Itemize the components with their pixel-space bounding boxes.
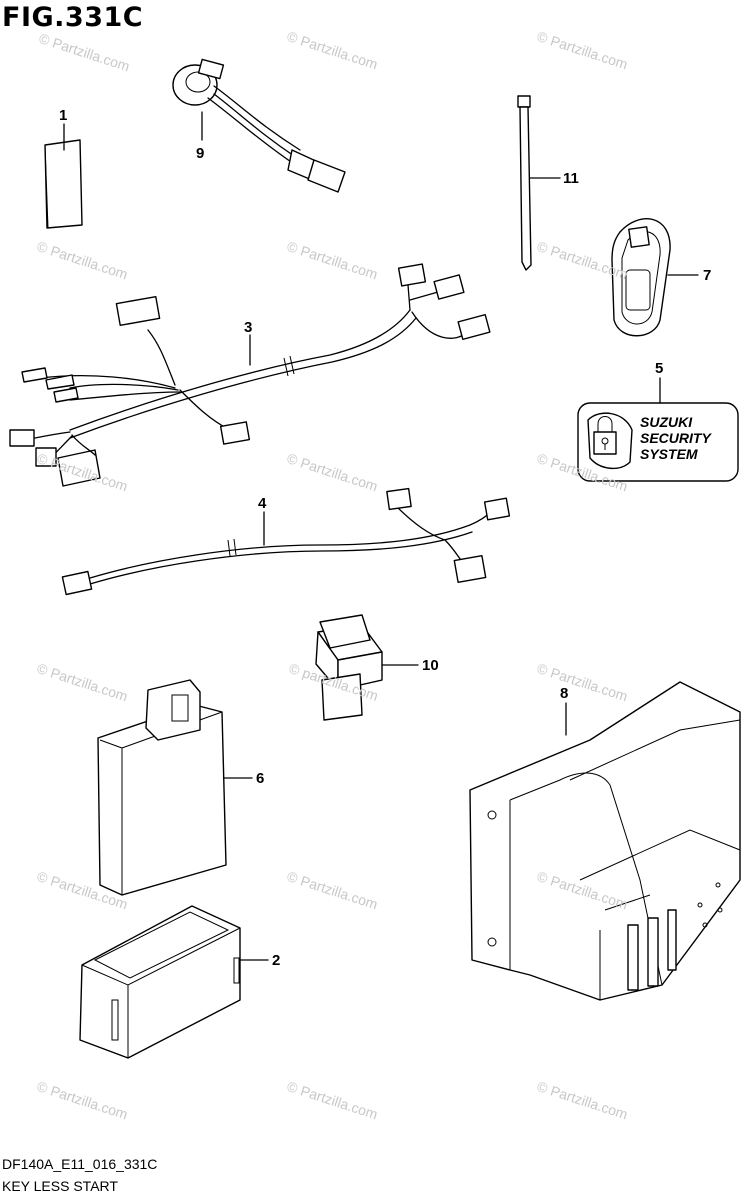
callout-10: 10 <box>422 657 439 674</box>
callout-7: 7 <box>703 267 712 284</box>
part-8-bracket-cover <box>469 681 741 1001</box>
decal-line-2: SECURITY <box>640 430 711 446</box>
callout-3: 3 <box>244 319 253 336</box>
part-2-case <box>79 905 241 1059</box>
part-7-key-fob <box>611 218 671 337</box>
callout-9: 9 <box>196 145 205 162</box>
part-10-relay <box>315 614 383 721</box>
figure-code: DF140A_E11_016_331C <box>2 1156 158 1172</box>
decal-text: SUZUKI SECURITY SYSTEM <box>640 414 711 462</box>
part-1-label-sheet <box>44 139 83 229</box>
callout-11: 11 <box>563 170 579 187</box>
part-9-antenna-connector <box>172 58 346 193</box>
callout-8: 8 <box>560 685 569 702</box>
decal-line-1: SUZUKI <box>640 414 693 430</box>
callout-5: 5 <box>655 360 664 377</box>
part-6-control-unit <box>97 679 227 896</box>
callout-4: 4 <box>258 495 267 512</box>
callout-6: 6 <box>256 770 265 787</box>
part-11-cable-tie <box>517 95 532 271</box>
callout-2: 2 <box>272 952 281 969</box>
part-4-wiring-harness <box>61 487 511 596</box>
figure-caption: KEY LESS START <box>2 1178 118 1194</box>
part-5-decal <box>577 402 739 482</box>
figure-title: FIG.331C <box>2 2 144 33</box>
callout-1: 1 <box>59 107 68 124</box>
decal-line-3: SYSTEM <box>640 446 698 462</box>
part-3-wiring-harness <box>9 263 491 487</box>
